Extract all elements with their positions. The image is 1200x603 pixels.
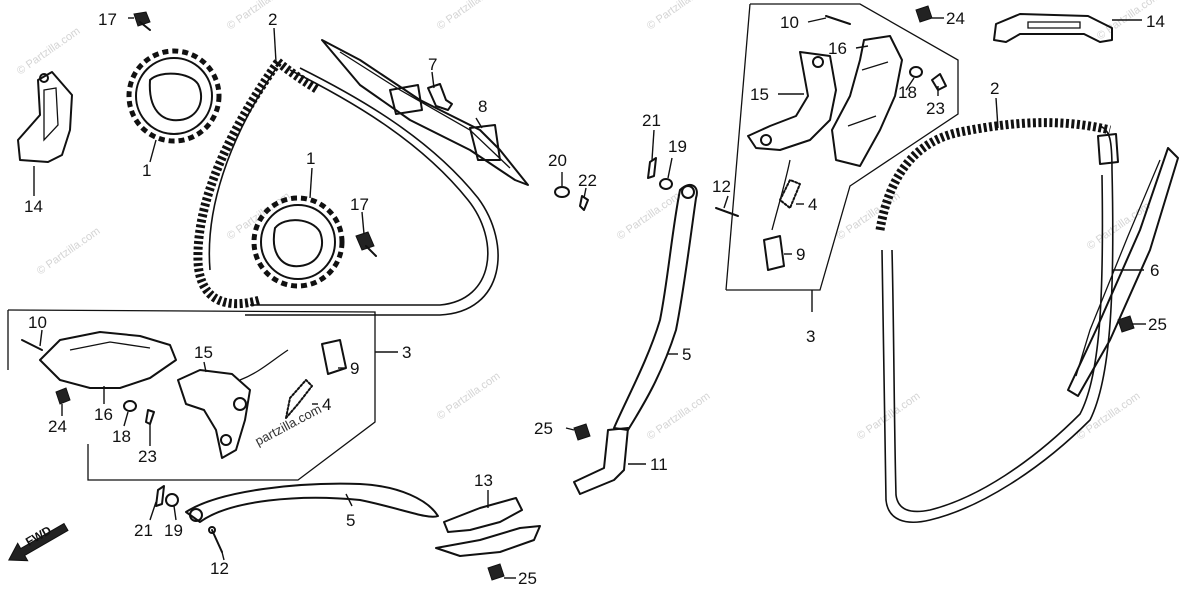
bolt-24-right <box>915 5 933 23</box>
callout-25: 25 <box>518 569 537 588</box>
pin-21-center <box>647 157 657 179</box>
callout-3: 3 <box>806 327 815 346</box>
callout-10: 10 <box>780 13 799 32</box>
bracket-14-left <box>17 71 73 163</box>
callout-20: 20 <box>548 151 567 170</box>
bolt-12-lower <box>208 526 223 553</box>
callout-23: 23 <box>926 99 945 118</box>
callout-3: 3 <box>402 343 411 362</box>
callout-16: 16 <box>94 405 113 424</box>
bolt-7 <box>427 83 453 111</box>
bracket-13 <box>435 497 541 557</box>
chain-guide-upper <box>321 39 529 186</box>
watermark: © Partzilla.com <box>855 390 923 442</box>
callout-9: 9 <box>350 359 359 378</box>
callout-10: 10 <box>28 313 47 332</box>
callout-24: 24 <box>48 417 67 436</box>
tensioner-box-left <box>7 309 376 481</box>
callout-19: 19 <box>668 137 687 156</box>
cam-sprocket-lower <box>251 195 345 289</box>
callout-18: 18 <box>112 427 131 446</box>
washer-20 <box>554 186 570 198</box>
callout-4: 4 <box>808 195 817 214</box>
callout-12: 12 <box>712 177 731 196</box>
chain-guide-lower-left <box>185 482 439 523</box>
callout-25: 25 <box>1148 315 1167 334</box>
cam-chain-right <box>875 118 1119 524</box>
callout-15: 15 <box>194 343 213 362</box>
watermark: © Partzilla.com <box>225 0 293 32</box>
bolt-25-bottom <box>487 563 505 581</box>
callout-1: 1 <box>142 161 151 180</box>
callout-5: 5 <box>346 511 355 530</box>
tensioner-box-right <box>715 3 959 291</box>
callout-22: 22 <box>578 171 597 190</box>
callout-5: 5 <box>682 345 691 364</box>
callout-13: 13 <box>474 471 493 490</box>
pin-22 <box>579 195 589 211</box>
callout-23: 23 <box>138 447 157 466</box>
bolt-17-lower <box>355 231 377 257</box>
callout-24: 24 <box>946 9 965 28</box>
forward-arrow: FWD <box>8 522 69 562</box>
watermark: © Partzilla.com <box>435 0 503 32</box>
cam-chain-left <box>193 58 499 316</box>
bolt-25-center <box>573 423 591 441</box>
bracket-14-right <box>993 13 1113 43</box>
callout-15: 15 <box>750 85 769 104</box>
callout-1: 1 <box>306 149 315 168</box>
watermark: © Partzilla.com <box>225 190 293 242</box>
callout-19: 19 <box>164 521 183 540</box>
callout-11: 11 <box>650 455 668 474</box>
chain-guide-6 <box>1067 147 1179 397</box>
washer-19-lower <box>165 493 179 507</box>
callout-7: 7 <box>428 55 437 74</box>
callout-18: 18 <box>898 83 917 102</box>
callout-16: 16 <box>828 39 847 58</box>
bolt-25-right <box>1117 315 1135 333</box>
pin-21-lower <box>155 485 165 507</box>
watermark: © Partzilla.com <box>645 390 713 442</box>
callout-6: 6 <box>1150 261 1159 280</box>
callout-2: 2 <box>990 79 999 98</box>
bolt-17-upper <box>133 11 151 31</box>
watermark: © Partzilla.com <box>35 225 103 277</box>
leader-lines <box>33 17 1146 579</box>
watermark: © Partzilla.com <box>15 25 83 77</box>
washer-19-center <box>659 178 673 190</box>
chain-guide-bracket-8 <box>389 84 501 161</box>
cam-sprocket-upper <box>126 48 222 144</box>
watermark: © Partzilla.com <box>1075 390 1143 442</box>
callout-14: 14 <box>24 197 43 216</box>
callout-8: 8 <box>478 97 487 116</box>
slipper-bracket-11 <box>573 427 629 495</box>
callout-2: 2 <box>268 10 277 29</box>
callout-9: 9 <box>796 245 805 264</box>
watermark: © Partzilla.com <box>645 0 713 32</box>
callout-4: 4 <box>322 395 331 414</box>
callout-21: 21 <box>642 111 661 130</box>
callout-21: 21 <box>134 521 153 540</box>
callout-17: 17 <box>98 10 117 29</box>
tensioner-arm-center <box>613 183 698 431</box>
callout-25: 25 <box>534 419 553 438</box>
callout-labels: 17 2 1 14 7 8 1 17 20 22 21 19 10 24 14 … <box>24 9 1167 588</box>
callout-14: 14 <box>1146 12 1165 31</box>
callout-12: 12 <box>210 559 229 578</box>
callout-17: 17 <box>350 195 369 214</box>
watermark: © Partzilla.com <box>435 370 503 422</box>
